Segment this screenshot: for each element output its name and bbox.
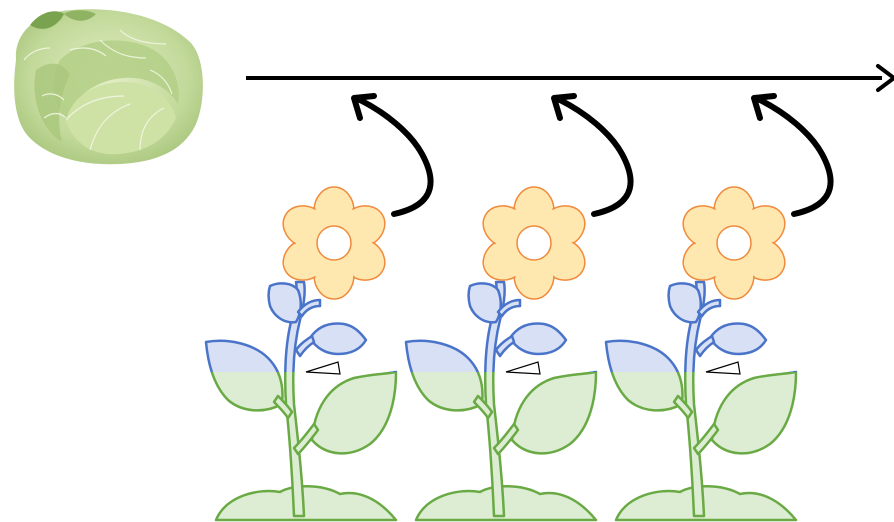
flowering-plant-icon [404,93,634,522]
curved-arrow-icon [551,93,634,217]
cabbage-icon [14,9,203,165]
plant-lower-section [410,372,598,522]
triangle-marker-icon [505,361,541,375]
plant-lower-section [210,372,398,522]
plant-upper-section [204,280,398,372]
triangle-marker-icon [705,361,741,375]
flower-center [516,225,552,261]
flower-center [316,225,352,261]
triangle-marker-icon [305,361,341,375]
plant-upper-section [404,280,598,372]
flower-icon [682,186,786,300]
flower-center [716,225,752,261]
curved-arrow-icon [351,93,434,217]
flower-icon [282,186,386,300]
plant-lower-section [610,372,798,522]
flowering-plant-icon [604,93,834,522]
timeline-arrow [246,64,894,92]
curved-arrow-icon [751,93,834,217]
plant-upper-section [604,280,798,372]
long-right-arrow-icon [876,64,894,92]
flower-icon [482,186,586,300]
flowering-plant-icon [204,93,434,522]
plants-row [204,93,834,522]
